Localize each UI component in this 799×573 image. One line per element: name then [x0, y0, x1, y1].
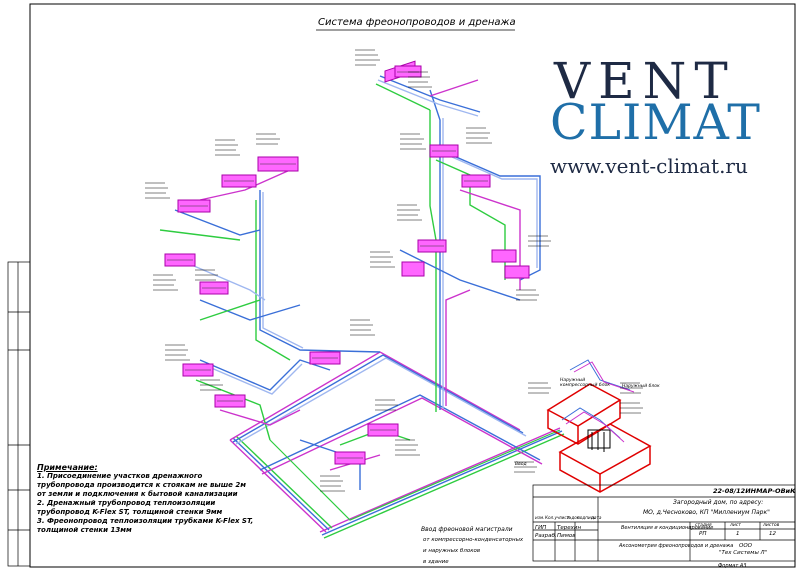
indoor-units: [164, 60, 530, 465]
stamp-role-1: ГИП: [535, 525, 547, 531]
callout-outdoor-1: Наружный компрессорный блок: [560, 378, 610, 388]
drawing-title: Система фреонопроводов и дренажа: [318, 17, 516, 28]
legend-item: в здание: [423, 559, 449, 565]
note-item: 1. Присоединение участков дренажного тру…: [37, 472, 246, 498]
stamp-sheet-label: лист: [730, 523, 741, 528]
title-block: [532, 484, 796, 562]
stamp-stage: РП: [699, 531, 707, 537]
stamp-role-2: Разраб.: [535, 533, 557, 539]
stamp: 22-08/12ИНМАР-ОВиК Загородный дом, по ад…: [533, 485, 795, 569]
note-item: 2. Дренажный трубопровод теплоизоляции т…: [37, 499, 223, 516]
branch-left-lower: [195, 359, 411, 490]
stamp-company-2: "Тех Системы Л": [719, 550, 768, 556]
riser-central: [429, 89, 471, 412]
stamp-section: Вентиляция и кондиционирование: [621, 525, 714, 531]
stamp-name-2: Пимов: [557, 533, 576, 539]
stamp-company-1: ООО: [739, 543, 752, 549]
binding-strip: [7, 261, 31, 567]
stamp-col-date: дата: [591, 515, 602, 520]
logo-climat: CLIMAT: [550, 94, 761, 151]
outdoor-unit-2: [558, 423, 652, 493]
stamp-col-list: лист: [559, 515, 570, 520]
outdoor-piping: [561, 359, 635, 452]
legend-item: и наружных блоков: [423, 548, 481, 554]
logo-vent: VENT: [554, 52, 736, 110]
stamp-address-1: Загородный дом, по адресу:: [673, 499, 764, 506]
logo-url: www.vent-climat.ru: [550, 154, 748, 178]
stamp-stage-label: стадия: [695, 523, 712, 528]
company-logo: VENT CLIMAT www.vent-climat.ru: [550, 56, 790, 186]
pipe-network: [159, 75, 565, 539]
outdoor-unit-1: [546, 383, 622, 445]
indoor-unit-k1: [394, 65, 422, 78]
indoor-unit-k17: [401, 261, 425, 277]
legend-title: Ввод фреоновой магистрали: [421, 526, 513, 533]
branch-top: [375, 75, 481, 117]
stamp-code: 22-08/12ИНМАР-ОВиК: [713, 487, 796, 495]
stamp-col-izm: изм.: [535, 515, 545, 520]
branch-left-upper: [159, 169, 381, 361]
unit-details: [167, 71, 488, 459]
callout-input: Ввод: [515, 462, 527, 467]
stamp-col-doc: №док.: [567, 515, 581, 520]
legend-item: от компрессорно-конденсаторных: [423, 537, 524, 543]
indoor-unit-k19: [504, 265, 530, 279]
refrigerant-trunk: [229, 351, 565, 539]
stamp-format: Формат А3: [718, 563, 747, 569]
indoor-unit-k18: [491, 249, 517, 263]
branch-right: [399, 149, 541, 301]
note-item: 3. Фреонопровод теплоизоляции трубками K…: [37, 517, 254, 534]
notes-header: Примечание:: [37, 463, 98, 472]
stamp-drawing-name: Аксонометрия фреонопроводов и дренажа: [619, 543, 734, 549]
stamp-sheet: 1: [736, 531, 740, 537]
drainage-line: [269, 429, 561, 521]
stamp-name-1: Терехин: [557, 525, 582, 531]
stamp-sheets-label: листов: [763, 523, 780, 528]
stamp-sheets: 12: [769, 531, 776, 537]
notes-block: Примечание: 1. Присоединение участков др…: [37, 463, 257, 535]
annotation-marks: [145, 49, 643, 492]
stamp-col-kol: Кол.уч: [545, 515, 560, 520]
callout-outdoor-2: Наружный блок: [622, 384, 660, 389]
stamp-col-podp: подпись: [577, 515, 596, 520]
stamp-address-2: МО, д.Чесноково, КП "Миллениум Парк": [643, 509, 770, 516]
outdoor-units: [546, 383, 652, 493]
